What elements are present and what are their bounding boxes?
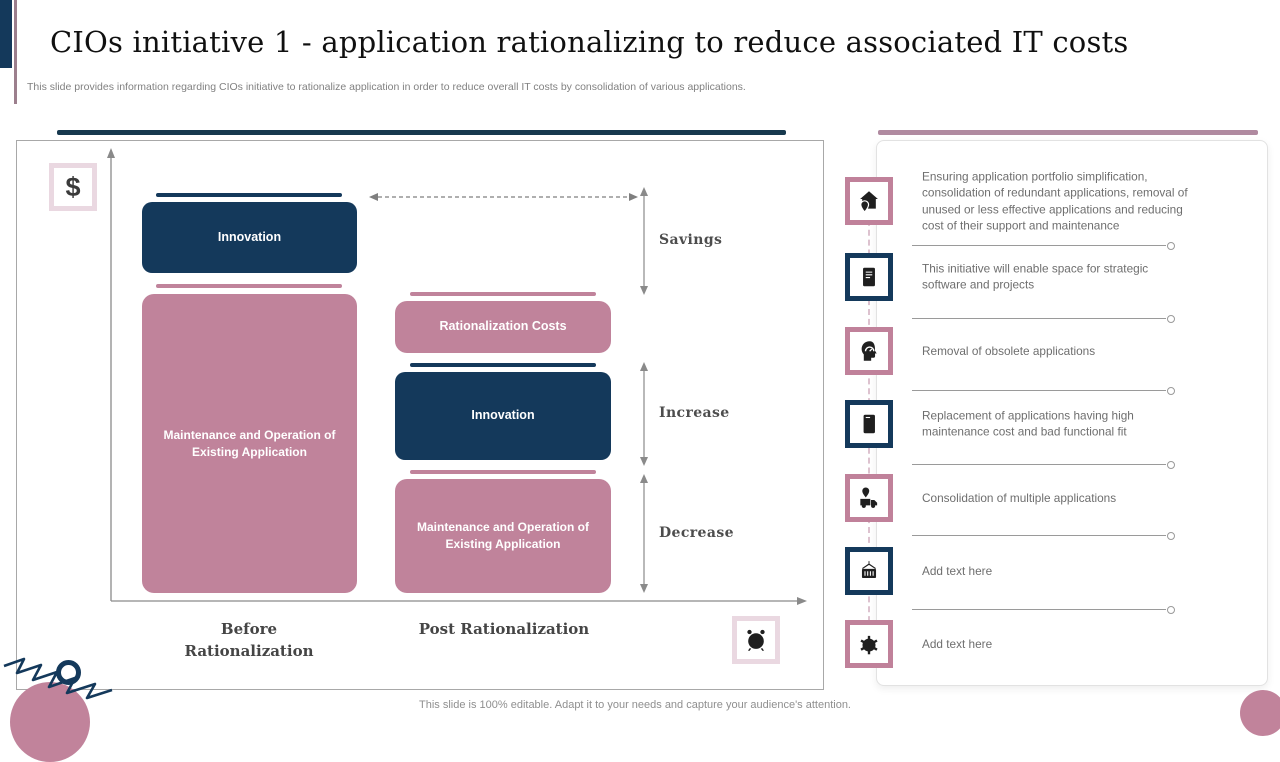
mind-gauge-icon [861, 341, 877, 361]
decoration-zigzag [3, 657, 113, 700]
post-maintenance-box: Maintenance and Operation of Existing Ap… [395, 479, 611, 593]
before-maintenance-tick [156, 284, 342, 288]
dollar-icon: $ [65, 171, 81, 202]
before-innovation-box: Innovation [142, 202, 357, 273]
before-maintenance-box: Maintenance and Operation of Existing Ap… [142, 294, 357, 593]
page-title: CIOs initiative 1 - application rational… [50, 25, 1129, 59]
device-clock-icon [863, 414, 875, 434]
panel-item-text[interactable]: Add text here [922, 563, 993, 578]
box-label: Innovation [217, 229, 282, 244]
panel-top-accent-line [878, 130, 1258, 135]
panel-item-text: Consolidation of multiple applications [922, 490, 1117, 505]
rationalization-chart: $ Innovation Maintenance and Operation o… [16, 140, 824, 690]
panel-item-text: This initiative will enable space for st… [922, 261, 1149, 292]
post-innovation-box: Innovation [395, 372, 611, 460]
decoration-circle-bottom-right [1240, 690, 1280, 736]
corner-accent-bar [0, 0, 12, 68]
editable-note: This slide is 100% editable. Adapt it to… [419, 699, 851, 711]
panel-item-5-icon-box [845, 474, 893, 522]
before-rationalization-label: Before Rationalization [184, 620, 314, 660]
before-innovation-tick [156, 193, 342, 197]
panel-item-text[interactable]: Add text here [922, 636, 993, 651]
page-subtitle: This slide provides information regardin… [27, 81, 746, 93]
delivery-pin-icon [860, 487, 878, 508]
panel-item-1-icon-box [845, 177, 893, 225]
alarm-clock-badge [732, 616, 780, 664]
gear-icon [860, 635, 878, 655]
increase-label: Increase [659, 405, 730, 421]
box-label: Innovation [471, 408, 535, 423]
panel-item-text: Removal of obsolete applications [922, 343, 1096, 358]
panel-divider [912, 315, 1175, 323]
home-location-icon [860, 191, 878, 213]
post-rationalization-label: Post Rationalization [418, 620, 590, 638]
alarm-clock-icon [747, 629, 765, 651]
box-label: Maintenance and Operation of Existing Ap… [416, 520, 590, 551]
panel-item-6-icon-box [845, 547, 893, 595]
box-label: Rationalization Costs [439, 319, 567, 334]
panel-divider [912, 387, 1175, 395]
panel-item-3-icon-box [845, 327, 893, 375]
panel-divider [912, 242, 1175, 250]
panel-item-4-icon-box [845, 400, 893, 448]
container-crane-icon [861, 560, 877, 579]
panel-item-text: Ensuring application portfolio simplific… [922, 169, 1188, 233]
post-innovation-tick [410, 363, 596, 367]
box-label: Maintenance and Operation of Existing Ap… [163, 427, 336, 459]
panel-divider [912, 461, 1175, 469]
post-rationalization-tick [410, 292, 596, 296]
panel-item-7-icon-box [845, 620, 893, 668]
panel-item-2-icon-box [845, 253, 893, 301]
decrease-label: Decrease [659, 525, 734, 541]
corner-accent-line [14, 0, 17, 104]
post-rationalization-costs-box: Rationalization Costs [395, 301, 611, 353]
panel-divider [912, 606, 1175, 614]
decoration-ring [56, 660, 81, 685]
savings-label: Savings [659, 232, 723, 248]
report-icon [863, 267, 875, 287]
post-maintenance-tick [410, 470, 596, 474]
benefits-panel [876, 140, 1268, 686]
panel-item-text: Replacement of applications having high … [922, 408, 1134, 439]
panel-divider [912, 532, 1175, 540]
dollar-badge: $ [49, 163, 97, 211]
chart-top-accent-line [57, 130, 786, 135]
